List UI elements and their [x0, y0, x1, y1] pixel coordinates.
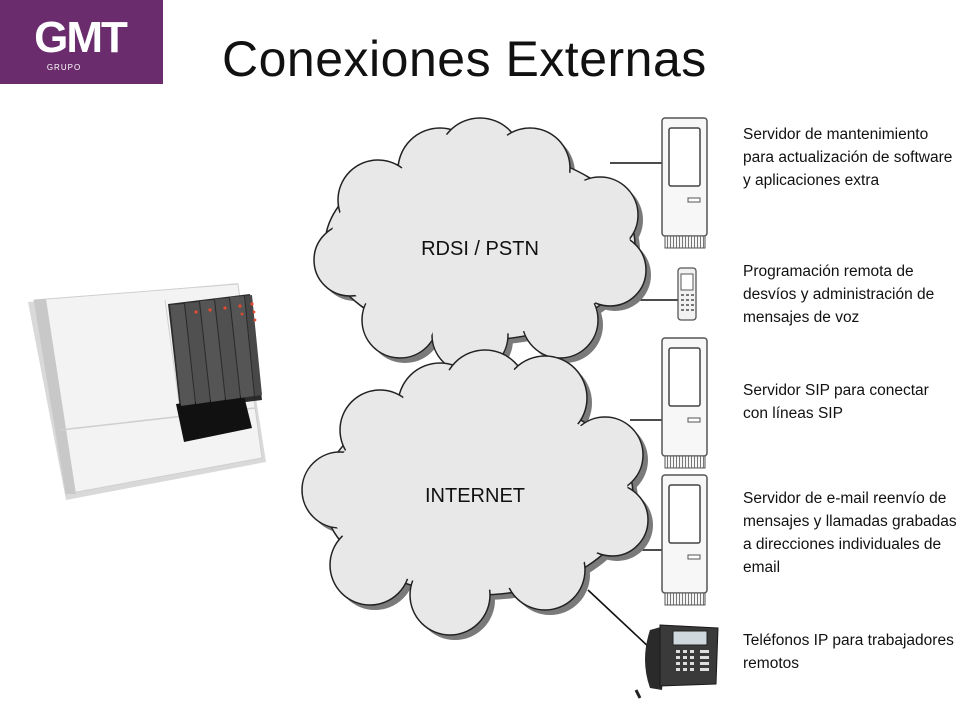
- server-icon: [661, 337, 708, 469]
- logo-subtitle: GRUPO: [47, 63, 81, 72]
- pbx-device-icon: [28, 283, 266, 500]
- ip-phone-icon: [634, 624, 719, 699]
- cloud-label-rdsi: RDSI / PSTN: [421, 238, 539, 260]
- description-sip-server: Servidor SIP para conectar con líneas SI…: [743, 382, 929, 422]
- server-icon: [661, 474, 708, 606]
- cloud-label-internet: INTERNET: [425, 485, 525, 507]
- mobile-phone-icon: [677, 267, 697, 321]
- page-title: Conexiones Externas: [222, 31, 707, 87]
- logo-mark: GMT: [34, 13, 128, 62]
- description-email-server: Servidor de e-mail reenvío de mensajes y…: [743, 490, 957, 576]
- cloud-shape-rdsi: [313, 117, 651, 378]
- description-remote-programming: Programación remota de desvíos y adminis…: [743, 263, 935, 326]
- server-icon: [661, 117, 708, 249]
- gmt-logo: GMT GRUPO: [0, 0, 163, 84]
- description-maintenance-server: Servidor de mantenimiento para actualiza…: [743, 126, 953, 189]
- description-ip-phones: Teléfonos IP para trabajadores remotos: [743, 632, 954, 672]
- cloud-shape-internet: [301, 349, 653, 640]
